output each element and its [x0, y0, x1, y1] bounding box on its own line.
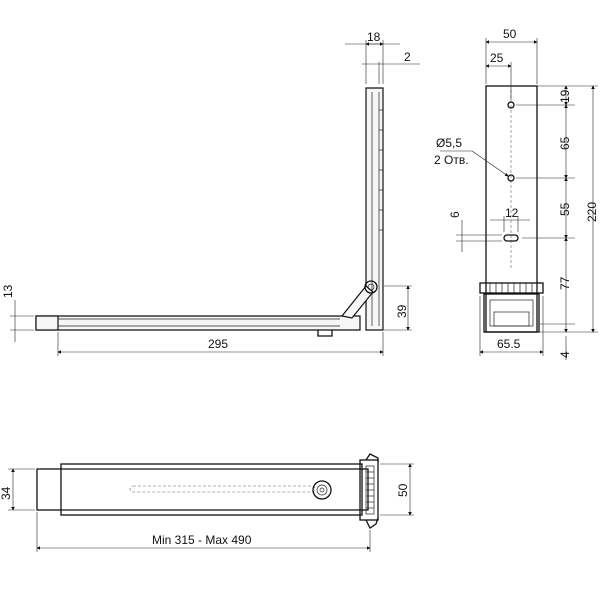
dim-6: 6	[448, 211, 462, 218]
dim-295: 295	[208, 337, 228, 351]
outer-rail	[36, 468, 369, 511]
top-view-dimensions: 34 50 Min 315 - Max 490	[0, 463, 414, 552]
side-view-dimensions: 18 2 13 39 295	[1, 30, 420, 356]
dim-min-max: Min 315 - Max 490	[152, 533, 252, 547]
slot	[503, 234, 519, 242]
end-block	[359, 459, 379, 521]
dim-2: 2	[404, 50, 411, 64]
slide-slot	[129, 485, 316, 493]
top-view	[36, 453, 379, 529]
end-cap-top	[365, 453, 379, 462]
dim-55: 55	[558, 202, 572, 216]
dim-39: 39	[395, 304, 409, 318]
side-view	[35, 87, 384, 337]
hole-count-note: 2 Отв.	[434, 153, 469, 167]
bracket-box	[483, 293, 540, 333]
hole-top	[507, 101, 515, 109]
dim-65: 65	[558, 136, 572, 150]
dim-19: 19	[558, 89, 572, 103]
bolt-bar	[479, 282, 544, 294]
arm-tip	[35, 315, 59, 331]
dim-12: 12	[505, 206, 519, 220]
dim-4: 4	[558, 351, 572, 358]
hole-middle	[507, 174, 515, 182]
front-view	[479, 85, 544, 333]
end-cap-bottom	[365, 517, 379, 529]
dim-34: 34	[0, 486, 13, 500]
dim-13: 13	[1, 284, 15, 298]
locking-nut	[312, 480, 332, 500]
dim-18: 18	[367, 30, 381, 44]
inner-sleeve	[60, 463, 363, 516]
dim-65-5: 65.5	[497, 337, 521, 351]
dim-50-top: 50	[503, 27, 517, 41]
dim-50-right: 50	[396, 483, 410, 497]
bottom-nut	[317, 330, 333, 337]
hole-diameter-note: Ø5,5	[436, 136, 462, 150]
dim-77: 77	[558, 276, 572, 290]
horizontal-arm	[35, 315, 361, 331]
dim-25: 25	[490, 51, 504, 65]
vertical-scale-ticks	[379, 109, 383, 231]
bolt-circle	[364, 280, 378, 294]
front-view-dimensions: 50 25 19 65 55 77 220 4 65.5	[434, 27, 599, 360]
dim-220: 220	[585, 202, 599, 222]
